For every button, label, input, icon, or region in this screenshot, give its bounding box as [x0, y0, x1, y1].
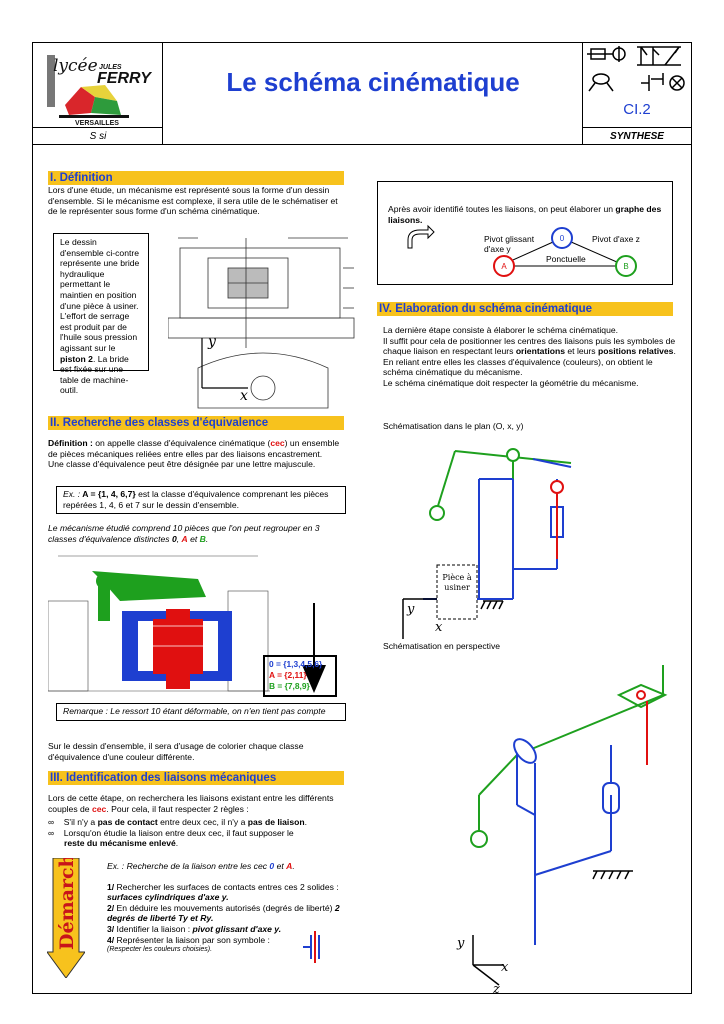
- graph-node-a: [493, 255, 515, 277]
- section-1-description-box: Le dessin d'ensemble ci-contre représent…: [53, 233, 149, 395]
- svg-text:JULES: JULES: [99, 64, 122, 71]
- perspective-caption: Schématisation en perspective: [383, 641, 501, 651]
- section-1-heading: I. Définition: [48, 171, 344, 185]
- section-3-heading: III. Identification des liaisons mécaniq…: [48, 771, 344, 785]
- svg-text:y: y: [456, 936, 465, 951]
- section-right-label: SYNTHESE: [583, 127, 691, 145]
- section-left-label: S si: [33, 127, 163, 145]
- perspective-kinematic-schema: y x z: [456, 665, 668, 995]
- colored-assembly-figure: [48, 555, 270, 692]
- svg-text:x: x: [240, 388, 248, 404]
- svg-text:x: x: [435, 620, 443, 635]
- svg-text:FERRY: FERRY: [97, 70, 152, 87]
- svg-text:A: A: [501, 262, 507, 271]
- svg-text:Démarche: Démarche: [56, 858, 78, 950]
- graph-node-0: [551, 227, 573, 249]
- svg-text:d'axe y: d'axe y: [484, 244, 511, 254]
- svg-text:0: 0: [560, 234, 565, 243]
- svg-text:y: y: [406, 602, 415, 617]
- graph-node-b: [615, 255, 637, 277]
- classes-list-box: 0 = {1,3,4,5,6} A = {2,11} B = {7,8,9}: [263, 655, 337, 697]
- down-arrow-icon: [302, 603, 326, 693]
- page-frame: lycée JULES FERRY VERSAILLES S si Le sch…: [32, 42, 692, 995]
- section-2-example-box: Ex. : A = {1, 4, 6,7} est la classe d'éq…: [56, 486, 346, 514]
- assembly-drawing-figure: y x: [168, 237, 355, 409]
- section-3-rules: ∞ S'il n'y a pas de contact entre deux c…: [48, 817, 307, 849]
- liaisons-graph: 0 A B Pivot glissant d'axe y Pivot d'axe…: [407, 224, 640, 277]
- svg-text:Ponctuelle: Ponctuelle: [546, 254, 586, 264]
- svg-text:lycée: lycée: [53, 56, 98, 76]
- svg-text:z: z: [492, 982, 500, 995]
- header: lycée JULES FERRY VERSAILLES S si Le sch…: [33, 43, 691, 145]
- section-2-classes-intro: Le mécanisme étudié comprend 10 pièces q…: [48, 523, 320, 544]
- svg-text:B: B: [623, 262, 628, 271]
- section-4-heading: IV. Elaboration du schéma cinématique: [377, 302, 673, 316]
- remark-box: Remarque : Le ressort 10 étant déformabl…: [56, 703, 346, 721]
- svg-text:Pivot d'axe z: Pivot d'axe z: [592, 234, 640, 244]
- section-1-intro: Lors d'une étude, un mécanisme est repré…: [48, 185, 338, 217]
- page-title: Le schéma cinématique: [226, 67, 520, 97]
- svg-text:VERSAILLES: VERSAILLES: [75, 120, 119, 127]
- svg-text:Pivot glissant: Pivot glissant: [484, 234, 535, 244]
- section-2-definition: Définition : on appelle classe d'équival…: [48, 438, 340, 470]
- demarche-arrow-icon: Démarche: [47, 858, 85, 978]
- section-4-text: La dernière étape consiste à élaborer le…: [383, 325, 676, 388]
- graph-intro: Après avoir identifié toutes les liaison…: [388, 204, 662, 225]
- icon-box: CI.2: [583, 43, 691, 145]
- graph-box: Après avoir identifié toutes les liaison…: [377, 181, 673, 285]
- title-box: Le schéma cinématique: [163, 43, 583, 145]
- ferry-logo-icon: lycée JULES FERRY VERSAILLES: [47, 55, 152, 127]
- school-logo: lycée JULES FERRY VERSAILLES S si: [33, 43, 163, 145]
- section-3-intro: Lors de cette étape, on recherchera les …: [48, 793, 334, 814]
- plan-caption: Schématisation dans le plan (O, x, y): [383, 421, 524, 431]
- svg-text:x: x: [501, 960, 509, 975]
- linkage-symbols-icon: [587, 46, 685, 92]
- section-2-after: Sur le dessin d'ensemble, il sera d'usag…: [48, 741, 304, 762]
- svg-text:Pièce à: Pièce à: [442, 573, 471, 582]
- planar-kinematic-schema: Pièce à usiner y x: [402, 448, 572, 639]
- course-code: CI.2: [623, 101, 651, 118]
- svg-text:y: y: [207, 334, 217, 350]
- pivot-glissant-symbol-icon: [303, 931, 320, 963]
- section-3-example: Ex. : Recherche de la liaison entre les …: [107, 861, 340, 954]
- section-2-heading: II. Recherche des classes d'équivalence: [48, 416, 344, 430]
- svg-text:usiner: usiner: [444, 583, 470, 592]
